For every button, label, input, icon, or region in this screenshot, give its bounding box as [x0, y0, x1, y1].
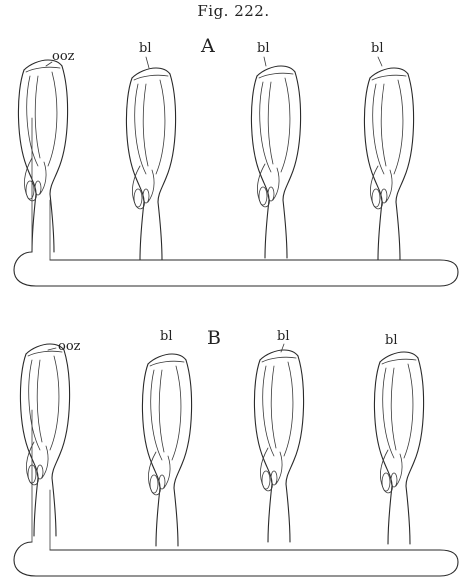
label-a-bl-2: bl: [257, 41, 269, 56]
panel-b-label: B: [207, 327, 221, 349]
label-b-bl-2: bl: [277, 329, 289, 344]
zooid-a-4: [364, 68, 413, 260]
panel-a-label: A: [200, 35, 215, 57]
zooid-a-3: [251, 66, 300, 258]
label-b-ooz: ooz: [58, 339, 81, 354]
panel-b: B ooz bl bl bl: [14, 327, 458, 576]
label-a-bl-1: bl: [139, 41, 151, 56]
zooid-b-3: [254, 350, 303, 542]
zooid-b-1: [20, 344, 69, 536]
label-b-bl-3: bl: [385, 333, 397, 348]
zooid-a-1: [18, 60, 67, 252]
label-b-bl-1: bl: [160, 329, 172, 344]
zooid-b-2: [142, 354, 191, 546]
zooid-b-4: [374, 352, 423, 544]
panel-a: A ooz bl bl bl: [14, 35, 458, 286]
label-a-ooz: ooz: [52, 49, 75, 64]
zooid-a-2: [126, 68, 175, 260]
label-a-bl-3: bl: [371, 41, 383, 56]
